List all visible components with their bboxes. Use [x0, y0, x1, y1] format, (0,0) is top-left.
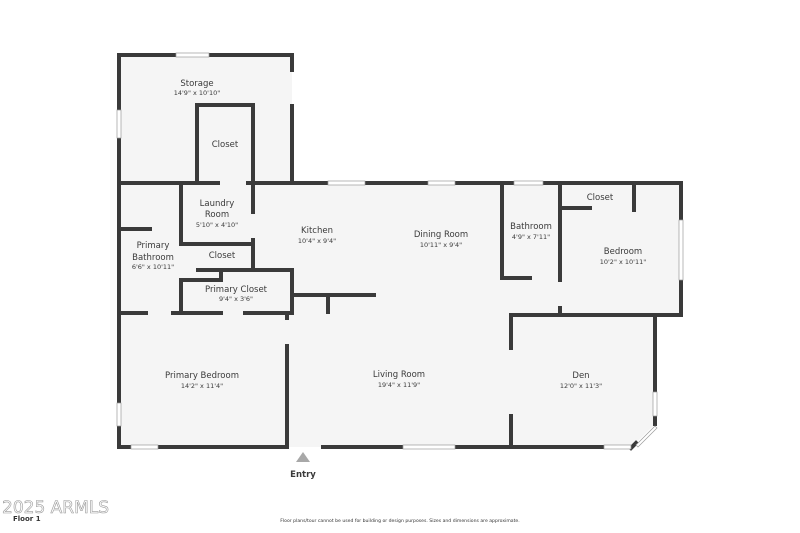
svg-text:Bedroom: Bedroom	[604, 247, 642, 257]
window	[402, 444, 456, 450]
room-storage-closet: Closet	[212, 140, 239, 150]
svg-text:Closet: Closet	[212, 140, 239, 150]
room-den: Den 12'0" x 11'3"	[560, 371, 602, 390]
window	[116, 109, 122, 139]
svg-text:Living Room: Living Room	[373, 370, 425, 380]
disclaimer: Floor plans/tour cannot be used for buil…	[280, 519, 520, 524]
svg-text:Bathroom: Bathroom	[132, 253, 174, 263]
svg-text:10'4" x 9'4": 10'4" x 9'4"	[298, 237, 336, 245]
room-bedroom: Bedroom 10'2" x 10'11"	[600, 247, 646, 266]
svg-text:19'4" x 11'9": 19'4" x 11'9"	[378, 381, 420, 389]
svg-text:Primary Closet: Primary Closet	[205, 285, 268, 295]
walls	[117, 53, 683, 451]
room-bathroom: Bathroom 4'9" x 7'11"	[510, 222, 552, 241]
svg-text:14'9" x 10'10": 14'9" x 10'10"	[174, 89, 220, 97]
svg-text:Room: Room	[205, 210, 229, 220]
window	[513, 180, 544, 186]
svg-text:14'2" x 11'4": 14'2" x 11'4"	[181, 382, 223, 390]
svg-text:Primary Bedroom: Primary Bedroom	[165, 371, 239, 381]
window	[635, 425, 658, 448]
room-small-closet: Closet	[209, 251, 236, 261]
svg-text:Den: Den	[572, 371, 589, 381]
svg-text:Kitchen: Kitchen	[301, 226, 333, 236]
svg-text:4'9" x 7'11": 4'9" x 7'11"	[512, 233, 550, 241]
room-kitchen: Kitchen 10'4" x 9'4"	[298, 226, 336, 245]
entry-label: Entry	[290, 470, 316, 480]
room-storage: Storage 14'9" x 10'10"	[174, 79, 220, 97]
window	[652, 391, 658, 417]
svg-text:6'6" x 10'11": 6'6" x 10'11"	[132, 263, 174, 271]
window	[116, 402, 122, 427]
floor-label: Floor 1	[13, 515, 41, 523]
window	[175, 52, 210, 58]
entry-arrow-icon	[296, 452, 310, 462]
svg-text:5'10" x 4'10": 5'10" x 4'10"	[196, 221, 238, 229]
window	[327, 180, 366, 186]
svg-text:9'4" x 3'6": 9'4" x 3'6"	[219, 295, 253, 303]
svg-text:Primary: Primary	[137, 241, 170, 251]
svg-text:10'2" x 10'11": 10'2" x 10'11"	[600, 258, 646, 266]
room-primary-bathroom: Primary Bathroom 6'6" x 10'11"	[132, 241, 174, 271]
room-living: Living Room 19'4" x 11'9"	[373, 370, 425, 389]
floor-fill	[119, 55, 681, 448]
svg-text:Bathroom: Bathroom	[510, 222, 552, 232]
room-bedroom-closet: Closet	[587, 193, 614, 203]
window	[678, 219, 684, 281]
svg-text:Closet: Closet	[209, 251, 236, 261]
room-primary-bedroom: Primary Bedroom 14'2" x 11'4"	[165, 371, 239, 390]
svg-text:10'11" x 9'4": 10'11" x 9'4"	[420, 241, 462, 249]
watermark: 2025 ARMLS	[2, 498, 110, 519]
windows	[116, 52, 684, 450]
svg-text:Dining Room: Dining Room	[414, 230, 468, 240]
room-primary-closet: Primary Closet 9'4" x 3'6"	[205, 285, 268, 303]
window	[603, 444, 632, 450]
svg-text:Laundry: Laundry	[200, 199, 235, 209]
window	[427, 180, 456, 186]
svg-text:Storage: Storage	[180, 79, 213, 89]
svg-text:12'0" x 11'3": 12'0" x 11'3"	[560, 382, 602, 390]
svg-text:Closet: Closet	[587, 193, 614, 203]
window	[130, 444, 159, 450]
room-dining: Dining Room 10'11" x 9'4"	[414, 230, 468, 249]
room-laundry: Laundry Room 5'10" x 4'10"	[196, 199, 238, 229]
